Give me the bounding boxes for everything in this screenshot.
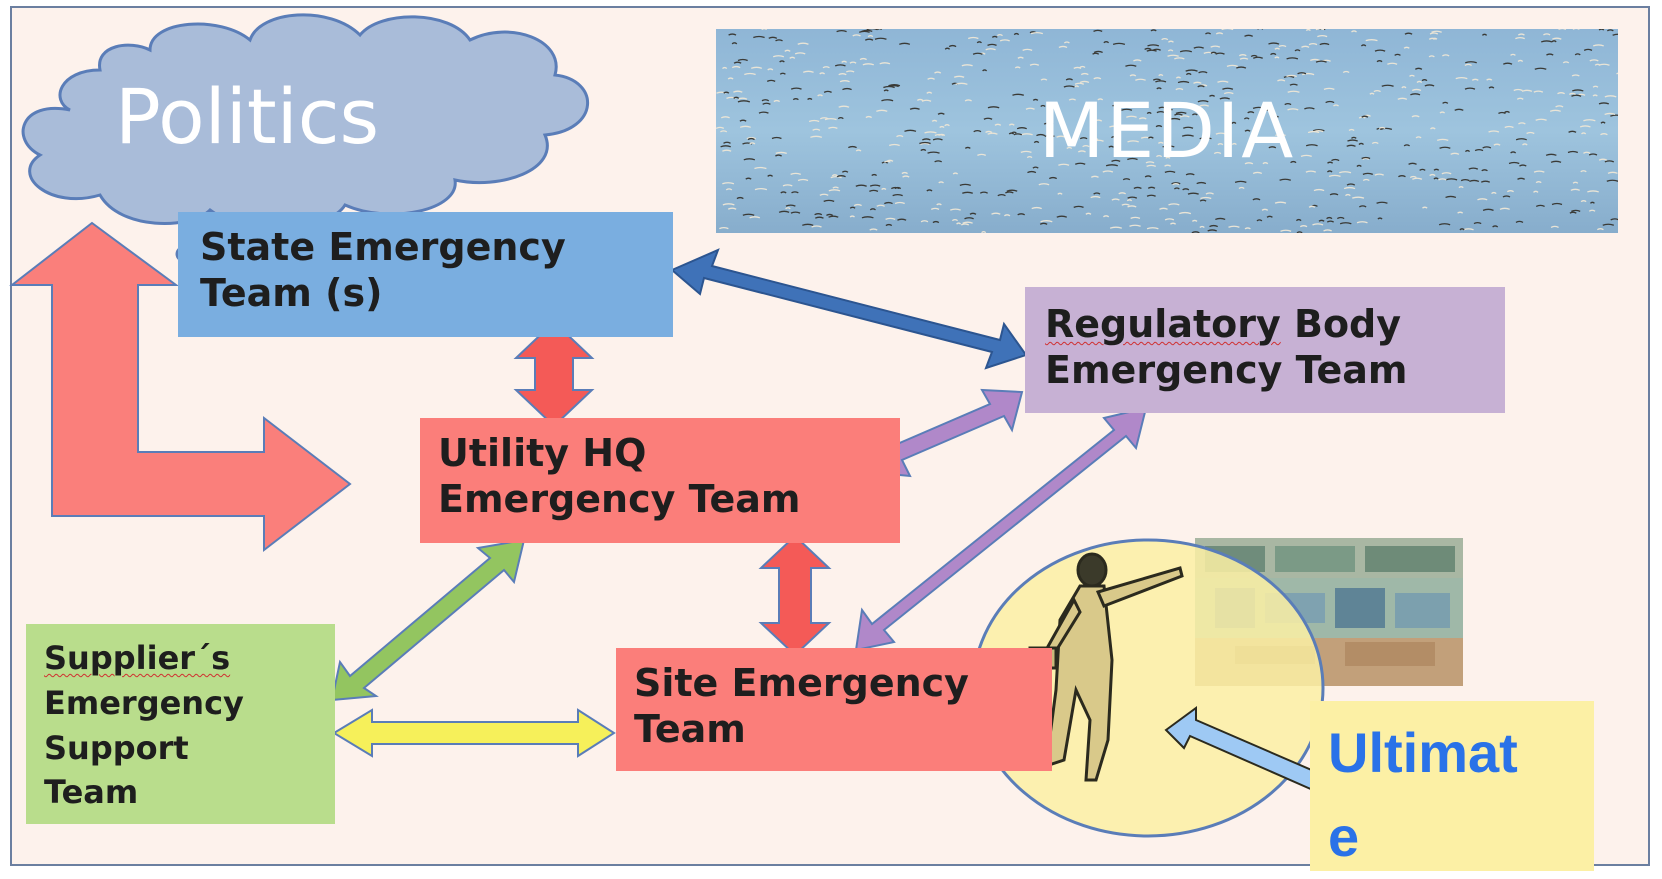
regulatory-team-line2: Emergency Team — [1045, 347, 1505, 393]
site-emergency-team-box: Site Emergency Team — [616, 648, 1052, 771]
ultimate-line2: e — [1328, 795, 1594, 879]
supplier-team-line3: Support — [44, 726, 335, 771]
state-team-line1: State Emergency — [200, 224, 673, 270]
regulatory-team-line1: Regulatory Body — [1045, 301, 1505, 347]
politics-label: Politics — [115, 72, 379, 161]
supplier-team-line4: Team — [44, 770, 335, 815]
state-team-line2: Team (s) — [200, 270, 673, 316]
regulatory-rest: Body — [1281, 302, 1401, 346]
ultimate-line1: Ultimat — [1328, 711, 1594, 795]
regulatory-word: Regulatory — [1045, 302, 1281, 346]
supplier-team-line1: Supplier´s — [44, 636, 230, 681]
site-team-line2: Team — [634, 706, 1052, 752]
site-team-line1: Site Emergency — [634, 660, 1052, 706]
utility-team-line2: Emergency Team — [438, 476, 900, 522]
supplier-team-line2: Emergency — [44, 681, 335, 726]
supplier-support-team-box: Supplier´s Emergency Support Team — [26, 624, 335, 824]
utility-team-line1: Utility HQ — [438, 430, 900, 476]
regulatory-body-team-box: Regulatory Body Emergency Team — [1025, 287, 1505, 413]
state-emergency-team-box: State Emergency Team (s) — [178, 212, 673, 337]
utility-hq-team-box: Utility HQ Emergency Team — [420, 418, 900, 543]
ultimate-box: Ultimat e — [1310, 701, 1594, 871]
